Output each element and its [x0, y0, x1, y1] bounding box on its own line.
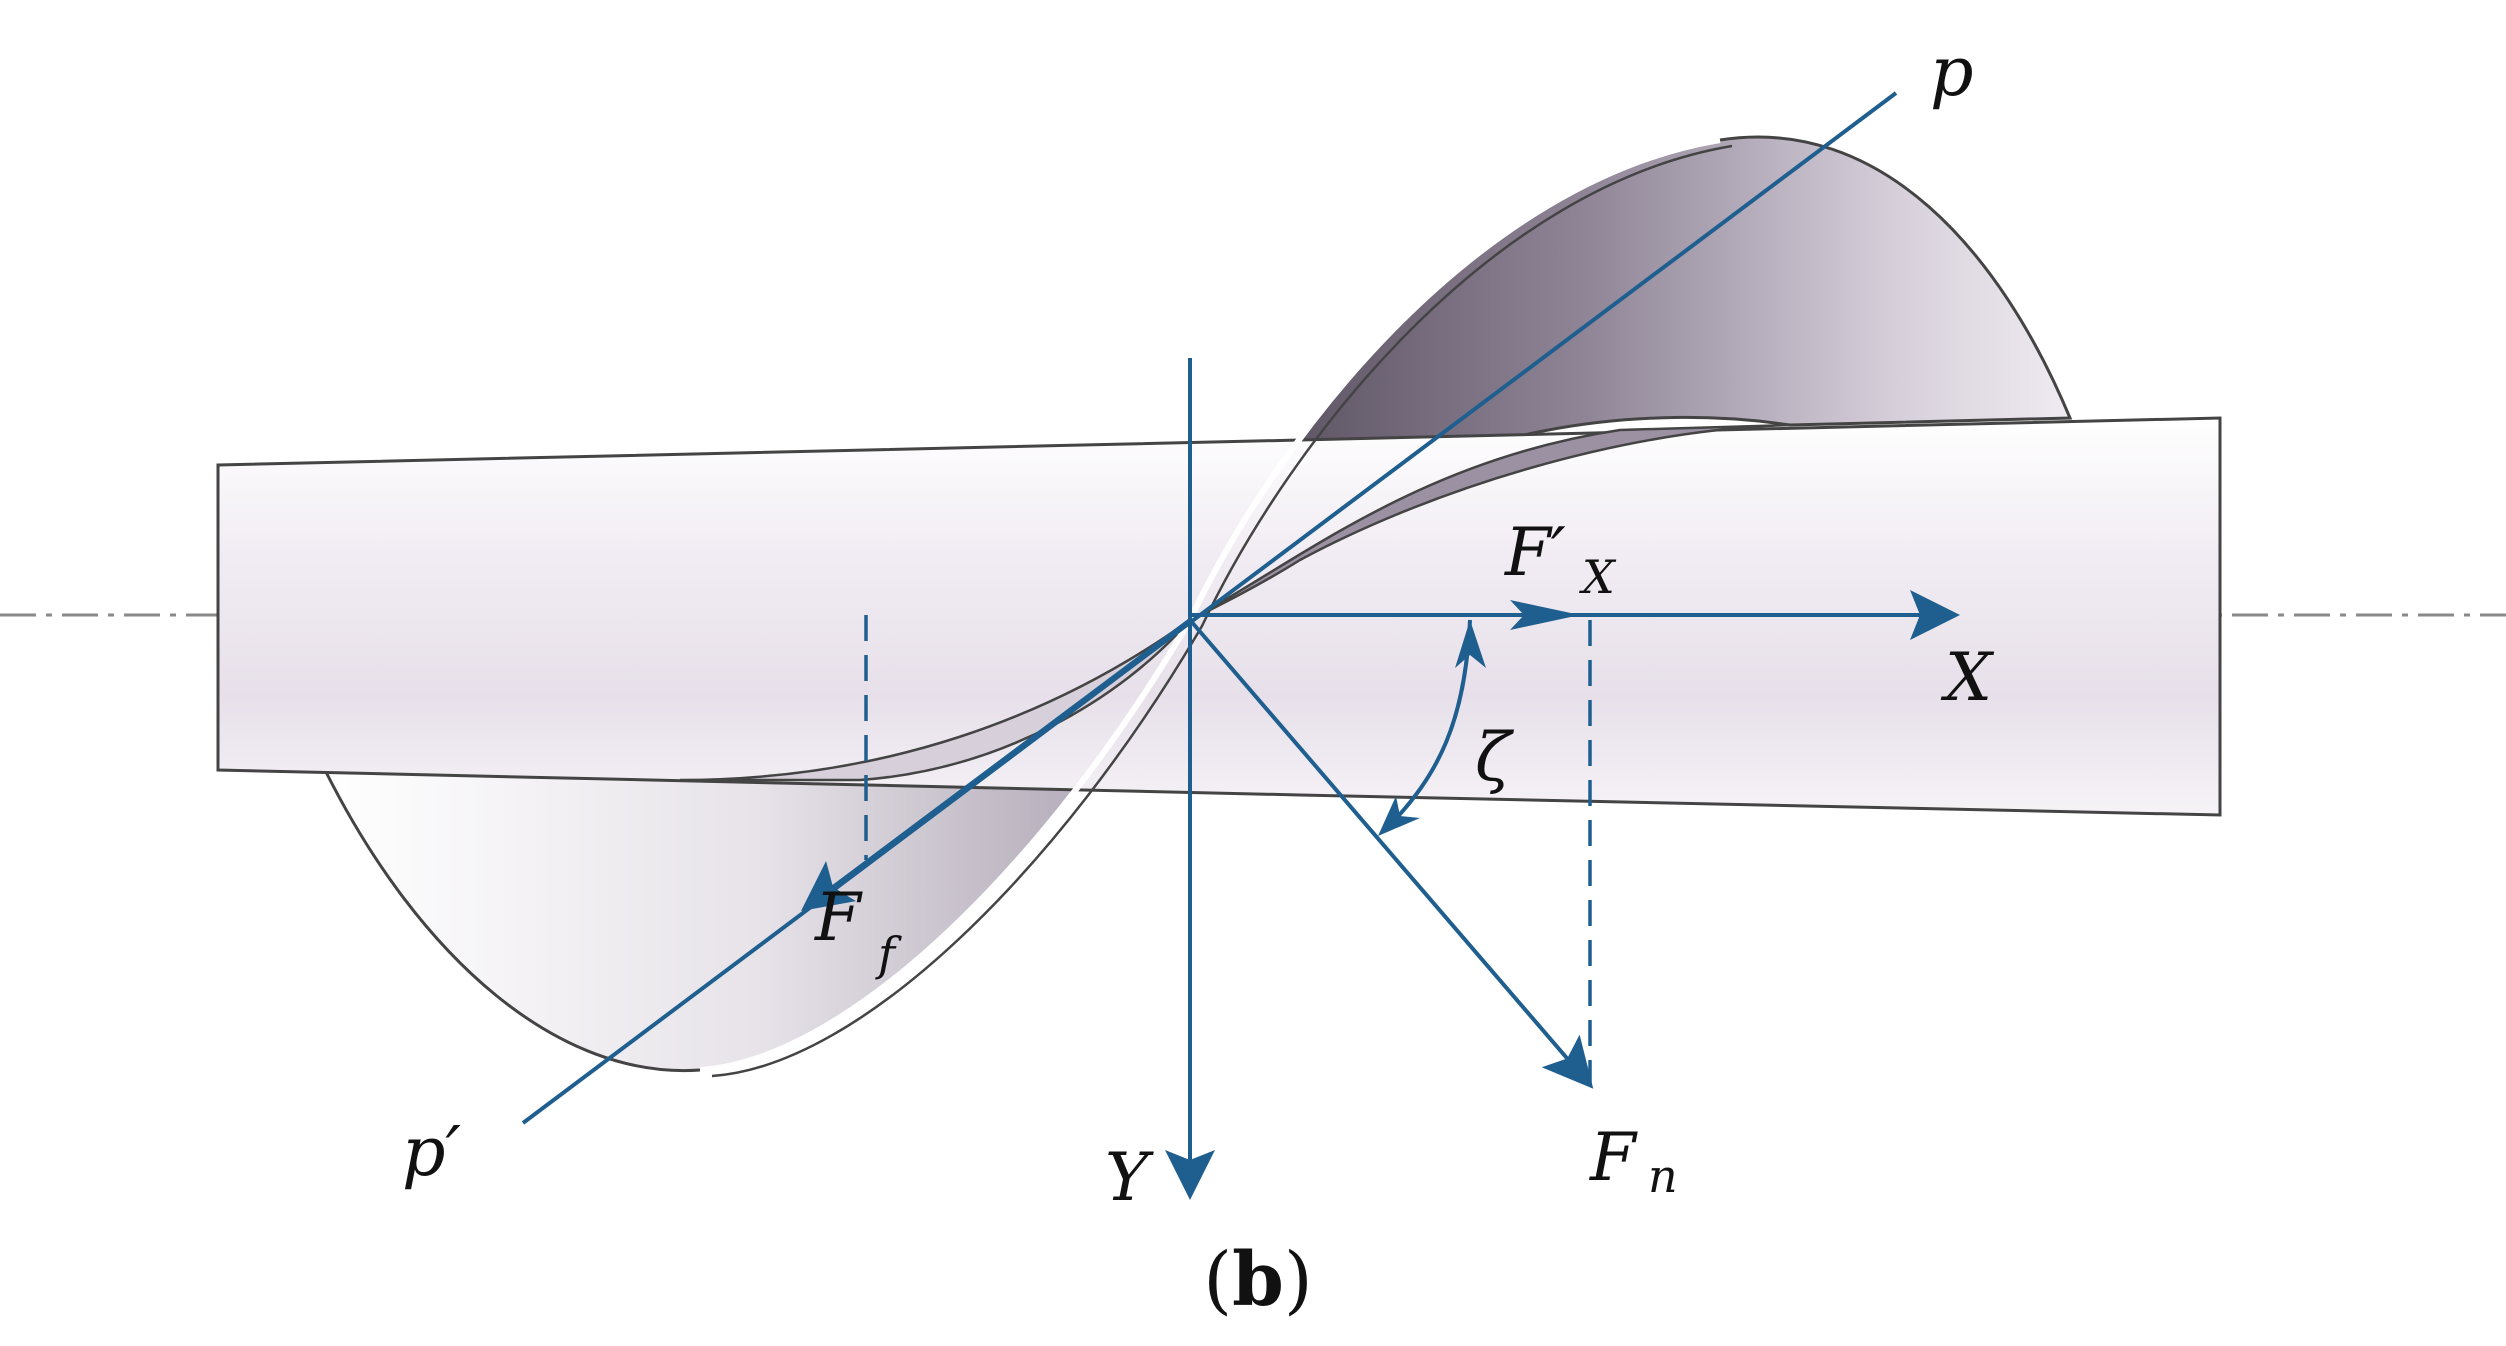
- label-ff: F: [814, 879, 863, 956]
- label-fx-prime: F′: [1504, 514, 1566, 591]
- fx-prime-arrowhead: [1510, 600, 1580, 630]
- zeta-arrowhead-bottom: [1378, 796, 1420, 836]
- label-x-axis: X: [1940, 639, 1995, 716]
- label-y-axis: Y: [1105, 1139, 1154, 1216]
- label-fn: F: [1589, 1119, 1638, 1196]
- label-zeta: ζ: [1475, 719, 1515, 796]
- caption-open: (: [1203, 1237, 1232, 1323]
- zeta-arrowhead-top: [1455, 620, 1486, 668]
- ff-vector: [800, 618, 1192, 911]
- label-p-prime: p′: [402, 1113, 462, 1192]
- fn-vector: [1188, 618, 1594, 1089]
- label-p: p: [1930, 33, 1974, 112]
- caption-close: ): [1284, 1237, 1313, 1323]
- p-line: [521, 91, 1898, 1125]
- blade-ribbon: [1189, 423, 1791, 622]
- label-fx-prime-sub: X: [1579, 550, 1617, 604]
- caption: (b): [1203, 1237, 1313, 1323]
- label-fn-sub: n: [1648, 1149, 1678, 1203]
- blade-edge-outline: [711, 144, 1733, 1078]
- caption-letter: b: [1232, 1237, 1284, 1323]
